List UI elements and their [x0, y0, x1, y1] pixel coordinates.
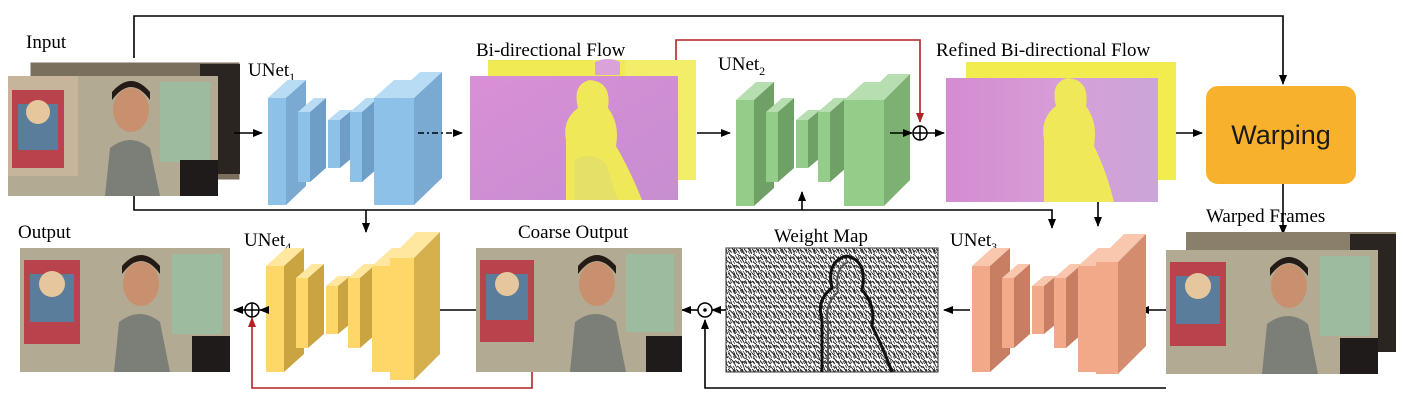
unet2-block [736, 74, 910, 206]
unet4-block [266, 232, 440, 380]
unet2-label: UNet2 [718, 54, 765, 78]
bidirectional-flow-label: Bi-directional Flow [476, 40, 626, 61]
warped-frames-images [1166, 232, 1396, 374]
multiply-operator [697, 302, 713, 318]
input-frames [8, 61, 241, 196]
warping-label: Warping [1231, 120, 1331, 150]
unet1-label: UNet1 [248, 60, 295, 84]
unet4-label: UNet4 [244, 230, 291, 254]
flow-front [470, 76, 678, 200]
refined-flow-label: Refined Bi-directional Flow [936, 40, 1151, 61]
unet1-block [268, 72, 442, 205]
warped-photo-front [1166, 250, 1378, 374]
refined-flow-images [946, 62, 1176, 202]
arrow-warped-multiply [701, 319, 1166, 389]
red-skip-arrow-coarse [248, 317, 533, 389]
red-skip-arrow-flow [675, 39, 924, 123]
bidirectional-flow-images [470, 59, 696, 200]
input-photo-front [8, 76, 218, 196]
coarse-output-label: Coarse Output [518, 222, 629, 243]
unet3-block [972, 234, 1146, 374]
unet3-label: UNet3 [950, 230, 997, 254]
warped-frames-label: Warped Frames [1206, 206, 1325, 227]
warping-box: Warping [1206, 86, 1356, 184]
weight-map-label: Weight Map [774, 226, 868, 247]
add-operator-bottom [244, 302, 260, 318]
input-label: Input [26, 32, 67, 53]
add-operator-top [912, 125, 928, 141]
weight-map-image [725, 247, 939, 373]
coarse-output-image [476, 248, 682, 372]
output-label: Output [18, 222, 72, 243]
input-feature-bus [133, 191, 1056, 233]
output-image [20, 248, 230, 372]
input-to-warping-arrow [133, 15, 1287, 85]
